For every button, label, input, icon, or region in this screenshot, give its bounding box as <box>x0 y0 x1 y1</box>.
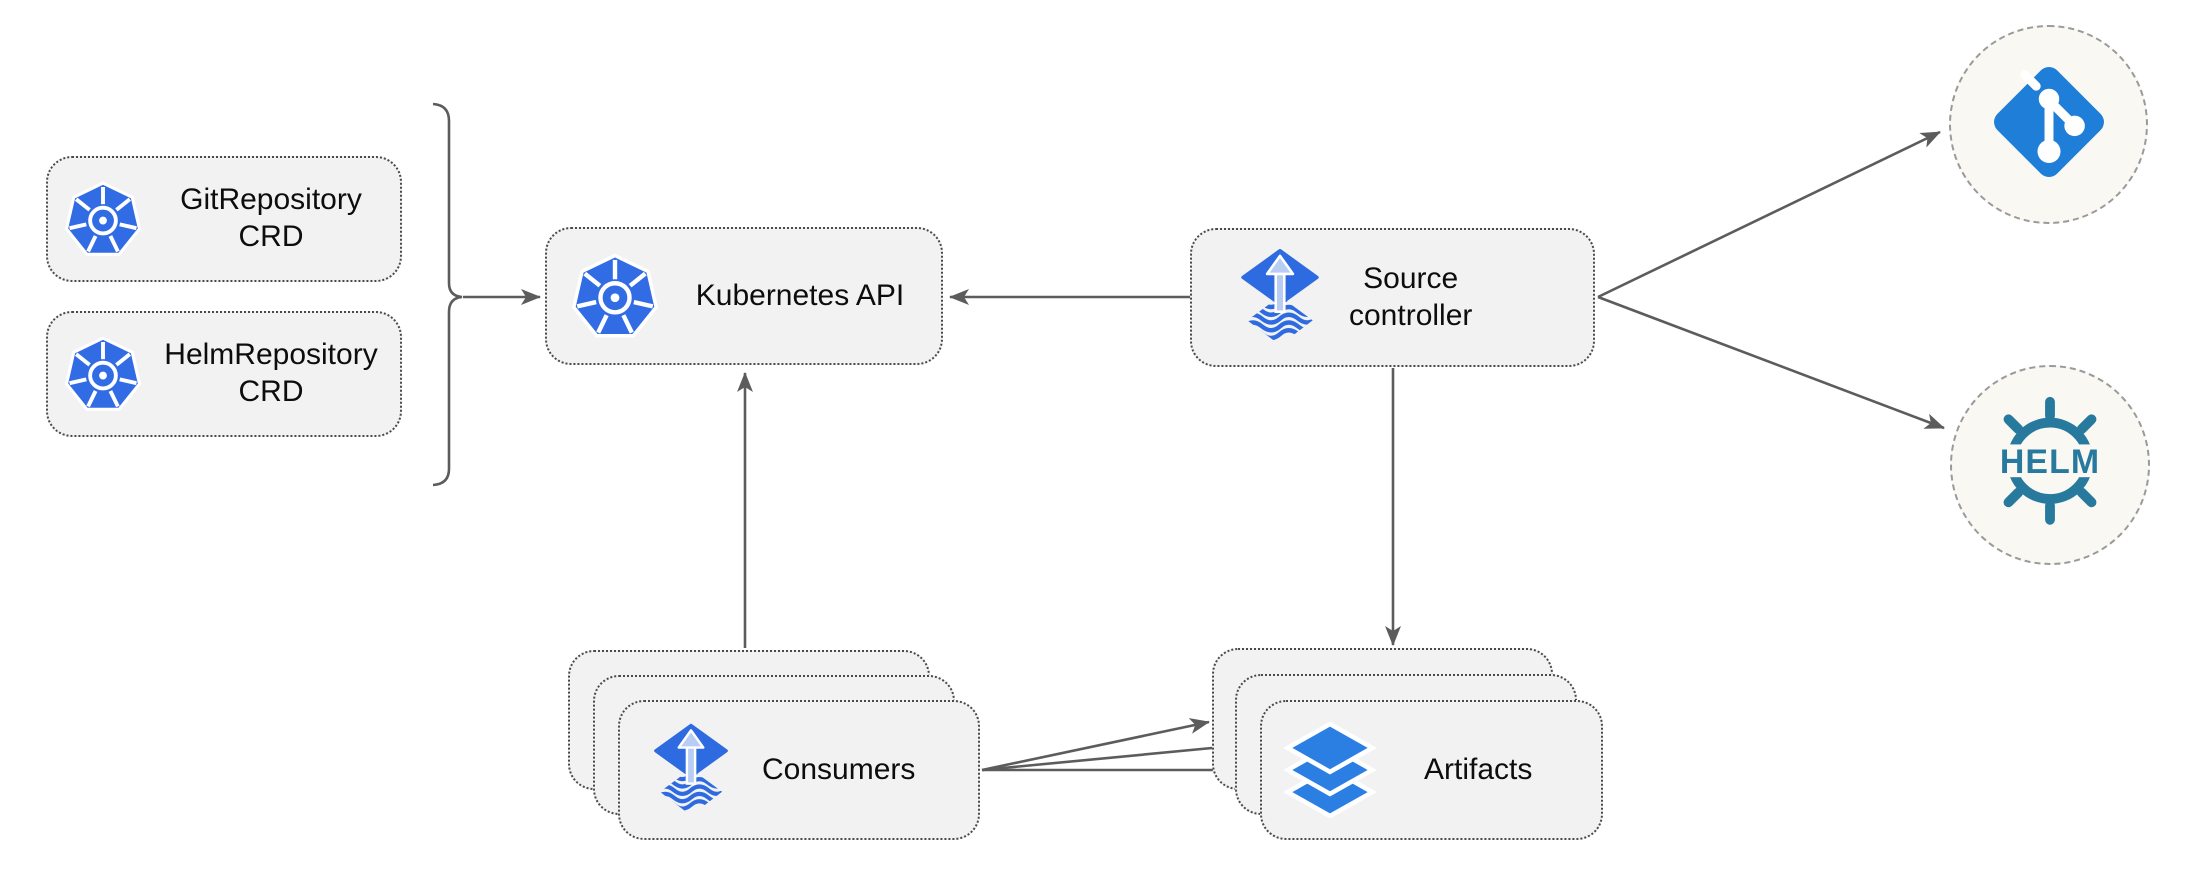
node-label-line1: Consumers <box>762 752 916 786</box>
flux-icon <box>650 723 732 818</box>
edge-consumers-to-artifacts-2 <box>981 739 1234 772</box>
kubernetes-icon <box>64 180 142 258</box>
layers-icon <box>1284 722 1376 818</box>
node-label-line2: CRD <box>238 220 304 253</box>
node-git <box>1949 25 2148 224</box>
node-source-controller: Source controller <box>1190 228 1595 367</box>
helm-icon: HELM <box>1979 392 2121 539</box>
node-consumers: Consumers <box>618 700 980 840</box>
git-icon <box>1985 58 2113 191</box>
edge-consumers-to-artifacts-1 <box>981 718 1210 772</box>
node-label: Kubernetes API <box>659 278 941 315</box>
node-helmrepository-crd: HelmRepository CRD <box>46 311 402 437</box>
node-label: Source controller <box>1349 261 1472 334</box>
node-label: Artifacts <box>1424 752 1532 789</box>
kubernetes-icon <box>64 335 142 413</box>
edge-source-controller-to-git <box>1597 130 1941 299</box>
node-label: HelmRepository CRD <box>142 337 400 410</box>
node-kubernetes-api: Kubernetes API <box>545 227 943 365</box>
node-label-line1: Kubernetes API <box>695 278 905 312</box>
node-label-line1: Source <box>1363 261 1459 295</box>
flux-icon <box>1237 248 1323 348</box>
node-label: Consumers <box>762 752 915 789</box>
node-label-line2: CRD <box>238 375 304 408</box>
kubernetes-icon <box>571 252 659 340</box>
node-label-line1: GitRepository <box>180 183 362 217</box>
helm-label: HELM <box>2000 442 2100 480</box>
node-label-line2: controller <box>1349 298 1473 332</box>
node-artifacts: Artifacts <box>1260 700 1603 840</box>
edge-source-controller-to-helm <box>1597 295 1945 430</box>
node-helm: HELM <box>1950 365 2150 565</box>
crd-group-bracket <box>432 102 463 487</box>
node-label-line1: HelmRepository <box>164 338 378 372</box>
node-label: GitRepository CRD <box>142 182 400 255</box>
node-label-line1: Artifacts <box>1424 752 1533 786</box>
node-gitrepository-crd: GitRepository CRD <box>46 156 402 282</box>
